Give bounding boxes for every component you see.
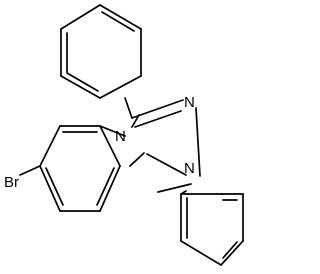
- triazole-ring: [129, 99, 201, 193]
- chemical-structure: N N N Br: [4, 4, 244, 266]
- bottom-phenyl-ring: [180, 193, 244, 266]
- top-phenyl-ring: [60, 4, 142, 99]
- bond-phenyl-triazole-top: [124, 97, 133, 119]
- atom-label-n-top: N: [184, 94, 195, 111]
- bond-c-br: [19, 165, 41, 176]
- atom-label-n-ring: N: [115, 128, 126, 145]
- bromophenyl-ring: [39, 125, 121, 212]
- bond-n4-bromophenyl: [99, 125, 126, 137]
- atom-label-bromine: Br: [4, 174, 19, 191]
- atom-label-n-bottom: N: [184, 160, 195, 177]
